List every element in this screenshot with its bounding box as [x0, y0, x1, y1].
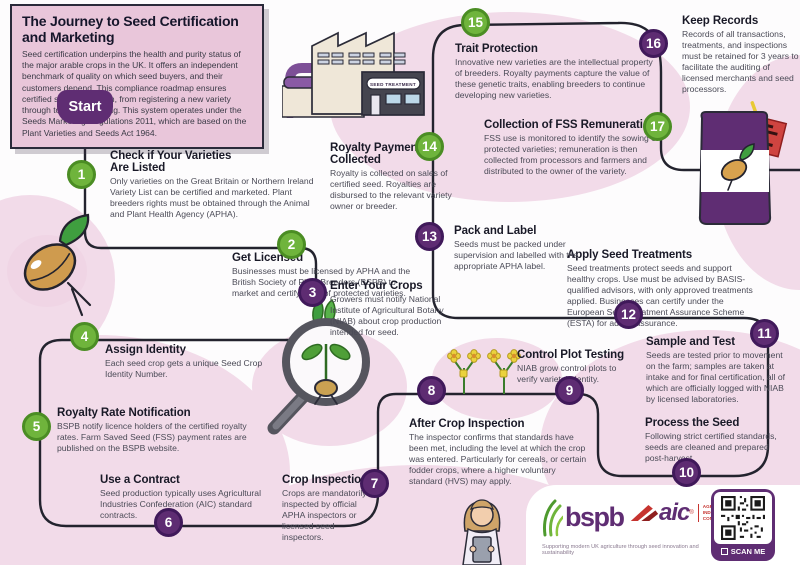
step-title: Enter Your Crops: [330, 280, 423, 292]
step-description: BSPB notify licence holders of the certi…: [57, 421, 247, 453]
step-circle-5: 5: [22, 412, 51, 441]
step-circle-3: 3: [298, 278, 327, 307]
step-description: Innovative new varieties are the intelle…: [455, 57, 653, 100]
step-title: Process the Seed: [645, 417, 740, 429]
step-circle-9: 9: [555, 376, 584, 405]
qr-code: [714, 492, 772, 544]
factory-illustration: SEED TREATMENT: [282, 31, 425, 118]
step-description: Seed production typically uses Agricultu…: [100, 488, 261, 520]
page-description: Seed certification underpins the health …: [22, 49, 247, 138]
bspb-wordmark: bspb: [565, 501, 625, 532]
step-circle-11: 11: [750, 319, 779, 348]
step-description: The inspector confirms that standards ha…: [409, 432, 587, 486]
step-description: Only varieties on the Great Britain or N…: [110, 176, 314, 219]
step-title: Royalty Rate Notification: [57, 407, 191, 419]
aic-swoosh-icon: [630, 505, 659, 521]
step-circle-13: 13: [415, 222, 444, 251]
aic-registered-mark: ®: [689, 510, 694, 516]
seed-treatment-sign: SEED TREATMENT: [370, 82, 416, 87]
step-title: Control Plot Testing: [517, 349, 625, 361]
step-description: Records of all transactions, treatments,…: [682, 29, 799, 94]
step-title: Sample and Test: [646, 336, 736, 348]
bspb-leaves-icon: [543, 499, 563, 537]
step-description: Royalty is collected on sales of certifi…: [330, 168, 452, 211]
page-title: The Journey to Seed Certification and Ma…: [22, 13, 239, 45]
step-description: Seeds are tested prior to movement on th…: [646, 350, 786, 404]
step-title: Assign Identity: [105, 344, 186, 356]
bspb-logo: bspb: [541, 497, 625, 537]
step-description: Seed treatments protect seeds and suppor…: [567, 263, 753, 328]
step-circle-16: 16: [639, 29, 668, 58]
scan-me-bar: SCAN ME: [714, 544, 772, 558]
step-title: Keep Records: [682, 15, 759, 27]
step-circle-14: 14: [415, 132, 444, 161]
step-title: After Crop Inspection: [409, 418, 525, 430]
step-description: Growers must notify National Institute o…: [330, 294, 444, 337]
step-description: NIAB grow control plots to verify variet…: [517, 363, 617, 384]
qr-pattern-icon: [721, 496, 765, 540]
step-title: Get Licensed: [232, 252, 304, 264]
step-circle-2: 2: [277, 230, 306, 259]
step-title: Pack and Label: [454, 225, 537, 237]
step-circle-6: 6: [154, 508, 183, 537]
start-badge: Start: [57, 90, 113, 124]
step-description: Each seed crop gets a unique Seed Crop I…: [105, 358, 263, 379]
scan-me-label: SCAN ME: [730, 546, 766, 556]
step-circle-1: 1: [67, 160, 96, 189]
step-circle-10: 10: [672, 458, 701, 487]
qr-widget: SCAN ME: [711, 489, 775, 561]
footer-tagline: Supporting modern UK agriculture through…: [542, 544, 699, 556]
seed-packet-illustration: [698, 101, 788, 225]
step-circle-8: 8: [417, 376, 446, 405]
seed-sprout-illustration: [7, 213, 92, 317]
step-circle-4: 4: [70, 322, 99, 351]
aic-wordmark: aic: [659, 499, 690, 526]
magnifier-plant-illustration: [267, 298, 370, 435]
step-description: Crops are mandatorily inspected by offic…: [282, 488, 367, 542]
step-circle-7: 7: [360, 469, 389, 498]
step-title: Crop Inspection: [282, 474, 369, 486]
flowers-illustration: [447, 349, 521, 394]
step-circle-17: 17: [643, 112, 672, 141]
step-title: Collection of FSS Remuneration: [484, 119, 657, 131]
step-circle-12: 12: [614, 300, 643, 329]
step-title: Apply Seed Treatments: [567, 249, 693, 261]
step-title: Royalty Payments Collected: [330, 142, 428, 166]
step-title: Use a Contract: [100, 474, 180, 486]
step-circle-15: 15: [461, 8, 490, 37]
step-title: Trait Protection: [455, 43, 538, 55]
inspector-illustration: [462, 499, 502, 565]
title-box: The Journey to Seed Certification and Ma…: [10, 4, 264, 149]
step-description: Seeds must be packed under supervision a…: [454, 239, 579, 271]
step-description: FSS use is monitored to identify the sow…: [484, 133, 659, 176]
step-description: Following strict certified standards, se…: [645, 431, 777, 463]
qr-mini-icon: [720, 547, 728, 555]
step-title: Check if Your Varieties Are Listed: [110, 150, 232, 174]
